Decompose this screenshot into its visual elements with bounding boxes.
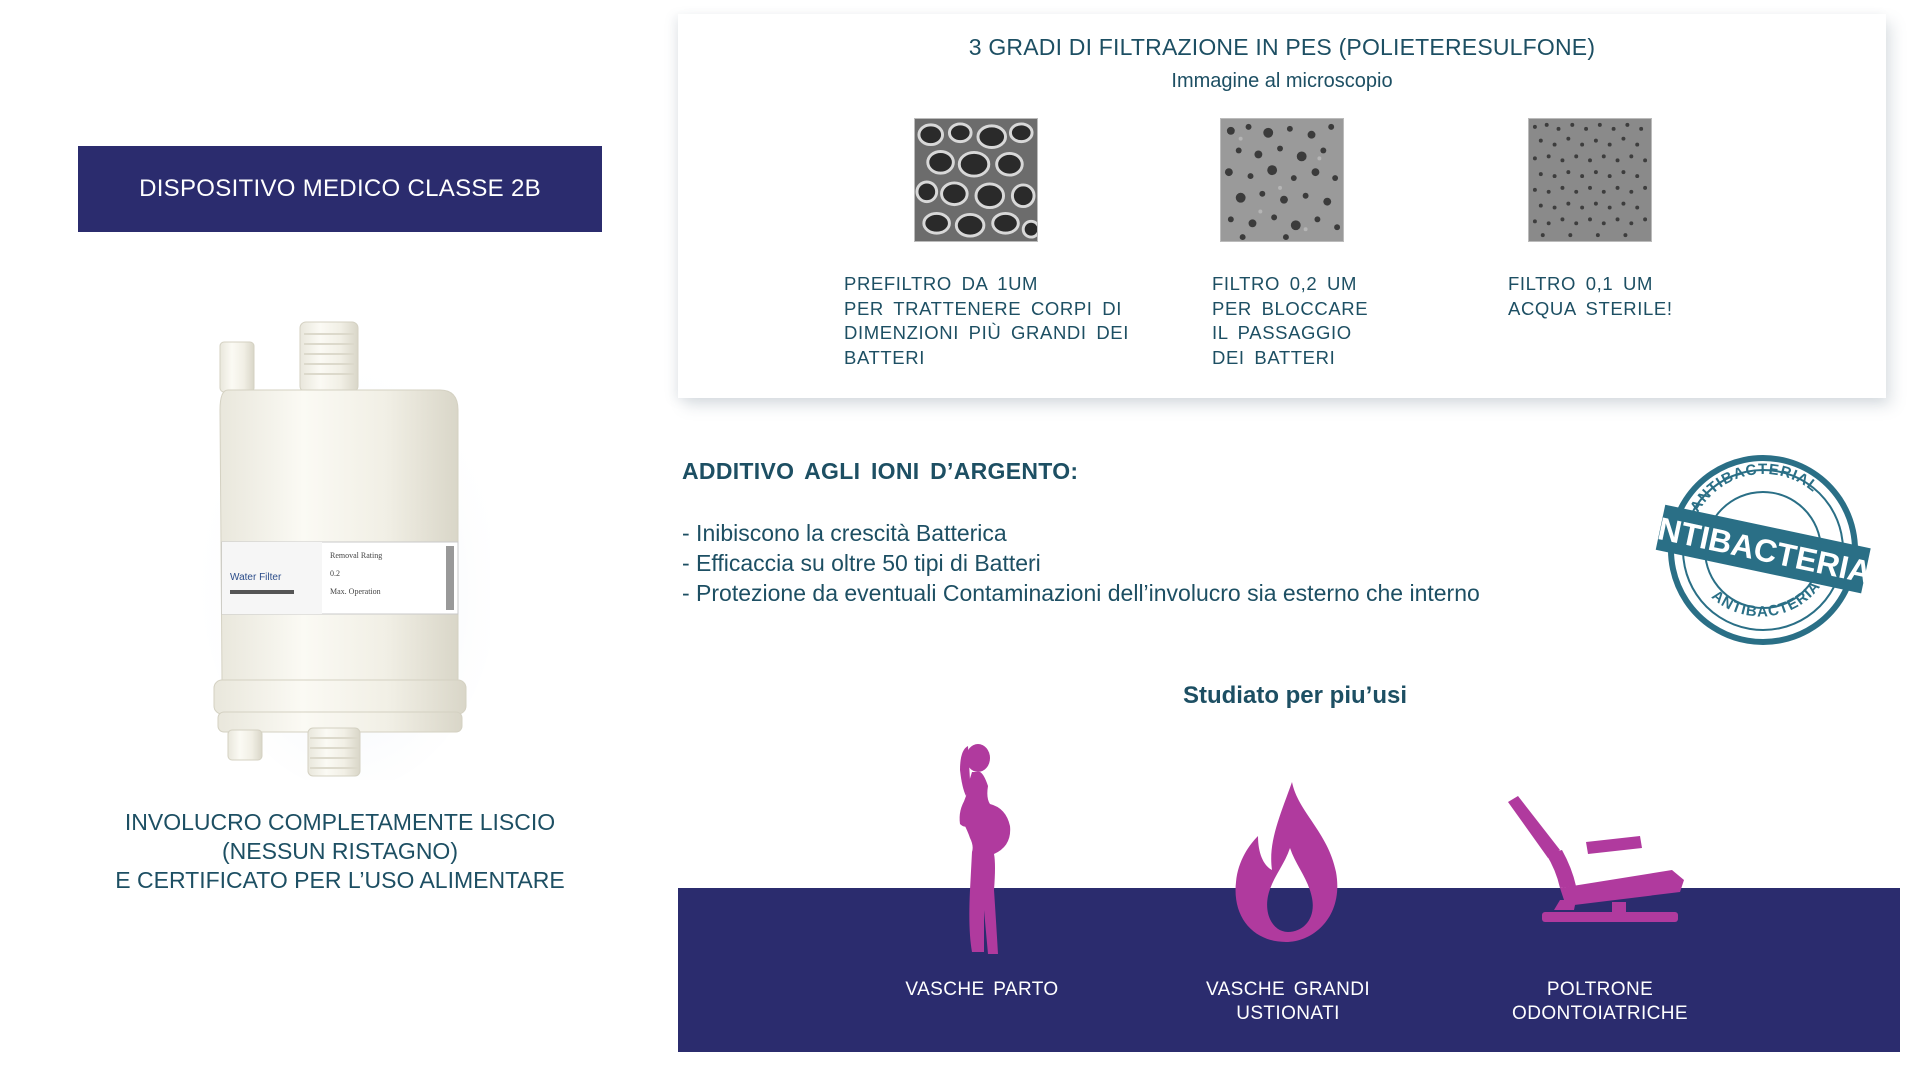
use-line: VASCHE GRANDI — [1205, 979, 1371, 1000]
additive-item: - Inibiscono la crescità Batterica — [682, 520, 1007, 546]
filter-line: BATTERI — [844, 346, 925, 368]
filter-line: FILTRO 0,2 UM — [1212, 273, 1357, 294]
flame-icon — [1232, 782, 1342, 947]
filtration-panel: 3 GRADI DI FILTRAZIONE IN PES (POLIETERE… — [678, 14, 1886, 398]
stamp-main-text: ANTIBACTERIAL — [1652, 505, 1874, 594]
filtration-title: 3 GRADI DI FILTRAZIONE IN PES (POLIETERE… — [968, 34, 1596, 60]
housing-caption: INVOLUCRO COMPLETAMENTE LISCIO (NESSUN R… — [60, 808, 620, 895]
caption-line: (NESSUN RISTAGNO) — [222, 838, 458, 864]
filter-line: IL PASSAGGIO — [1212, 322, 1352, 343]
use-line: ODONTOIATRICHE — [1512, 1003, 1688, 1024]
filter-line: PER TRATTENERE CORPI DI — [844, 297, 1122, 319]
uses-band — [678, 888, 1900, 1052]
caption-line: E CERTIFICATO PER L’USO ALIMENTARE — [115, 867, 565, 893]
label-operation: Max. Operation — [330, 587, 381, 596]
pregnant-woman-icon — [950, 740, 1020, 965]
filter-product-image: Water Filter Removal Rating 0.2 Max. Ope… — [200, 310, 500, 790]
filter-line: ACQUA STERILE! — [1508, 297, 1673, 319]
filtration-subtitle: Immagine al microscopio — [1171, 70, 1393, 92]
label-product-name: Water Filter — [230, 572, 282, 583]
filter-description-01: FILTRO 0,1 UM ACQUA STERILE! — [1508, 272, 1673, 321]
filter-line: DEI BATTERI — [1212, 346, 1336, 368]
use-line: VASCHE PARTO — [905, 979, 1059, 1000]
use-line: POLTRONE — [1546, 979, 1654, 1000]
additive-item: - Protezione da eventuali Contaminazioni… — [682, 580, 1480, 606]
filter-line: DIMENZIONI PIÙ GRANDI DEI — [844, 322, 1129, 343]
silver-additive-list: - Inibiscono la crescità Batterica - Eff… — [682, 518, 1480, 608]
uses-title: Studiato per piu’usi — [1182, 682, 1407, 709]
use-line: USTIONATI — [1236, 1003, 1340, 1024]
badge-text: DISPOSITIVO MEDICO CLASSE 2B — [139, 175, 541, 202]
label-rating: Removal Rating — [330, 551, 382, 560]
microscope-image-filter-01 — [1528, 118, 1652, 242]
microscope-image-filter-02 — [1220, 118, 1344, 242]
additive-item: - Efficaccia su oltre 50 tipi di Batteri — [682, 550, 1041, 576]
dental-chair-icon — [1502, 796, 1692, 929]
medical-class-badge: DISPOSITIVO MEDICO CLASSE 2B — [78, 146, 602, 232]
filter-line: PER BLOCCARE — [1212, 297, 1369, 319]
microscope-image-prefilter — [914, 118, 1038, 242]
use-label-burn-tubs: VASCHE GRANDI USTIONATI — [1168, 978, 1408, 1026]
use-label-dental-chairs: POLTRONE ODONTOIATRICHE — [1480, 978, 1720, 1026]
filter-line: PREFILTRO DA 1UM — [844, 273, 1039, 294]
label-rating-value: 0.2 — [330, 569, 340, 578]
caption-line: INVOLUCRO COMPLETAMENTE LISCIO — [124, 809, 556, 835]
filter-description-prefilter: PREFILTRO DA 1UM PER TRATTENERE CORPI DI… — [844, 272, 1129, 370]
silver-additive-title: ADDITIVO AGLI IONI D’ARGENTO: — [682, 458, 1079, 484]
use-label-birth-tubs: VASCHE PARTO — [862, 978, 1102, 1002]
antibacterial-stamp: ANTIBACTERIAL ANTIBACTERIAL ANTIBACTERIA… — [1632, 450, 1894, 650]
filter-line: FILTRO 0,1 UM — [1508, 273, 1653, 294]
filter-description-02: FILTRO 0,2 UM PER BLOCCARE IL PASSAGGIO … — [1212, 272, 1368, 370]
